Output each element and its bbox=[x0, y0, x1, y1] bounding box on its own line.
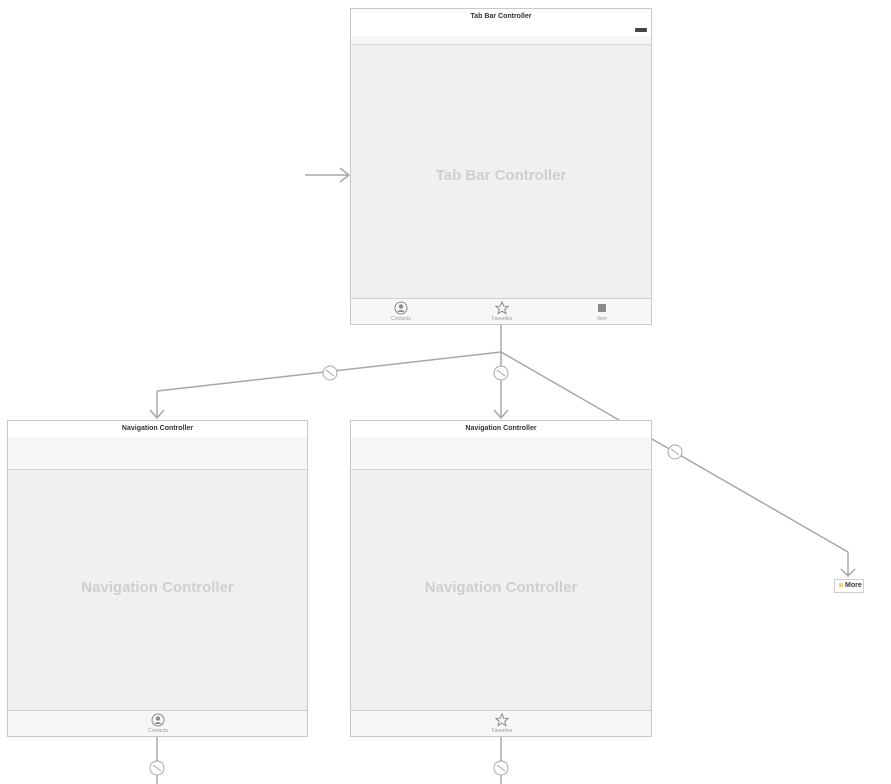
navigation-bar bbox=[8, 437, 307, 470]
more-navigation-item[interactable]: More bbox=[834, 579, 864, 593]
tab-bar-controller-scene[interactable]: Tab Bar Controller Tab Bar Controller Co… bbox=[350, 8, 652, 325]
segue-relationship-icon bbox=[149, 760, 165, 776]
tab-bar-item-item[interactable]: Item bbox=[572, 300, 632, 323]
segue-relationship-icon bbox=[493, 760, 509, 776]
tab-label: Favorites bbox=[491, 316, 513, 322]
battery-icon bbox=[635, 28, 647, 32]
segue-relationship-icon bbox=[322, 365, 338, 381]
scene-center-label: Navigation Controller bbox=[81, 579, 234, 596]
tab-bar-item-contacts[interactable]: Contacts bbox=[128, 712, 188, 735]
tab-label: Item bbox=[597, 316, 607, 322]
navigation-controller-scene-left[interactable]: Navigation Controller Navigation Control… bbox=[7, 420, 308, 737]
top-bar bbox=[351, 36, 651, 45]
scene-title[interactable]: Navigation Controller bbox=[351, 421, 651, 438]
more-icon bbox=[839, 583, 843, 588]
tab-label: Contacts bbox=[148, 728, 168, 734]
segue-relationship-icon bbox=[493, 365, 509, 381]
tab-bar-item-contacts[interactable]: Contacts bbox=[371, 300, 431, 323]
tab-label: Favorites bbox=[491, 728, 513, 734]
segue-relationship-icon bbox=[667, 444, 683, 460]
star-icon bbox=[495, 713, 509, 727]
scene-center-label: Tab Bar Controller bbox=[435, 167, 567, 184]
star-icon bbox=[495, 301, 509, 315]
scene-title[interactable]: Tab Bar Controller bbox=[351, 9, 651, 26]
status-bar bbox=[351, 25, 651, 36]
navigation-bar bbox=[351, 437, 651, 470]
tab-bar: Favorites bbox=[351, 710, 651, 736]
scene-title[interactable]: Navigation Controller bbox=[8, 421, 307, 438]
tab-bar-item-favorites[interactable]: Favorites bbox=[472, 712, 532, 735]
tab-bar: Contacts bbox=[8, 710, 307, 736]
square-icon bbox=[598, 304, 606, 312]
contacts-icon bbox=[151, 713, 165, 727]
tab-label: Contacts bbox=[391, 316, 411, 322]
scene-center-label: Navigation Controller bbox=[424, 579, 578, 596]
tab-bar-item-favorites[interactable]: Favorites bbox=[472, 300, 532, 323]
initial-arrow-head bbox=[339, 167, 351, 183]
contacts-icon bbox=[394, 301, 408, 315]
more-label: More bbox=[845, 582, 862, 589]
tab-bar: Contacts Favorites Item bbox=[351, 298, 651, 324]
navigation-controller-scene-right[interactable]: Navigation Controller Navigation Control… bbox=[350, 420, 652, 737]
